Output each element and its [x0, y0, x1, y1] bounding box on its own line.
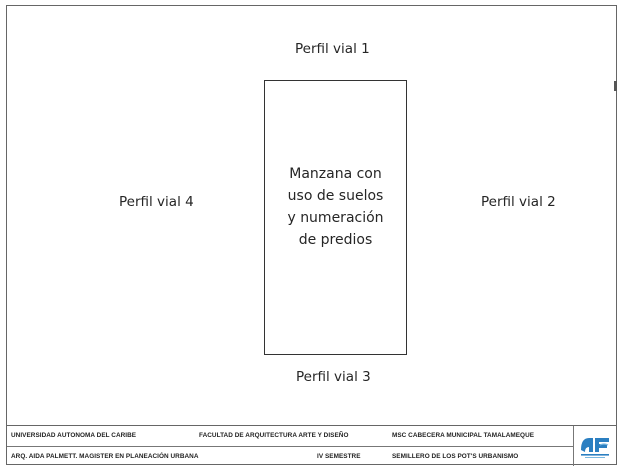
footer-project: MSC CABECERA MUNICIPAL TAMALAMEQUE	[392, 432, 535, 439]
city-block-description: Manzana con uso de suelos y numeración d…	[265, 163, 406, 251]
footer-faculty: FACULTAD DE ARQUITECTURA ARTE Y DISEÑO	[199, 432, 349, 439]
street-profile-left-label: Perfil vial 4	[119, 194, 194, 210]
footer-group: SEMILLERO DE LOS POT'S URBANISMO	[392, 453, 519, 460]
street-profile-bottom-label: Perfil vial 3	[296, 369, 371, 385]
diagram-sheet: Perfil vial 1 Perfil vial 2 Perfil vial …	[6, 5, 617, 466]
city-block-line: Manzana con	[289, 166, 382, 182]
city-block-rectangle: Manzana con uso de suelos y numeración d…	[264, 80, 407, 355]
city-block-line: y numeración	[287, 210, 384, 226]
footer-row-divider	[7, 446, 574, 447]
street-profile-top-label: Perfil vial 1	[295, 41, 370, 57]
street-profile-right-label: Perfil vial 2	[481, 194, 556, 210]
footer-semester: IV SEMESTRE	[317, 453, 361, 460]
city-block-line: uso de suelos	[287, 188, 384, 204]
university-logo-icon	[578, 430, 612, 462]
edge-mark	[614, 81, 617, 91]
title-block-footer: UNIVERSIDAD AUTONOMA DEL CARIBE FACULTAD…	[7, 425, 616, 466]
city-block-line: de predios	[298, 232, 373, 248]
footer-logo-separator	[573, 426, 574, 466]
footer-author: ARQ. AIDA PALMETT. MAGISTER EN PLANEACIÓ…	[11, 453, 199, 460]
footer-university: UNIVERSIDAD AUTONOMA DEL CARIBE	[11, 432, 137, 439]
